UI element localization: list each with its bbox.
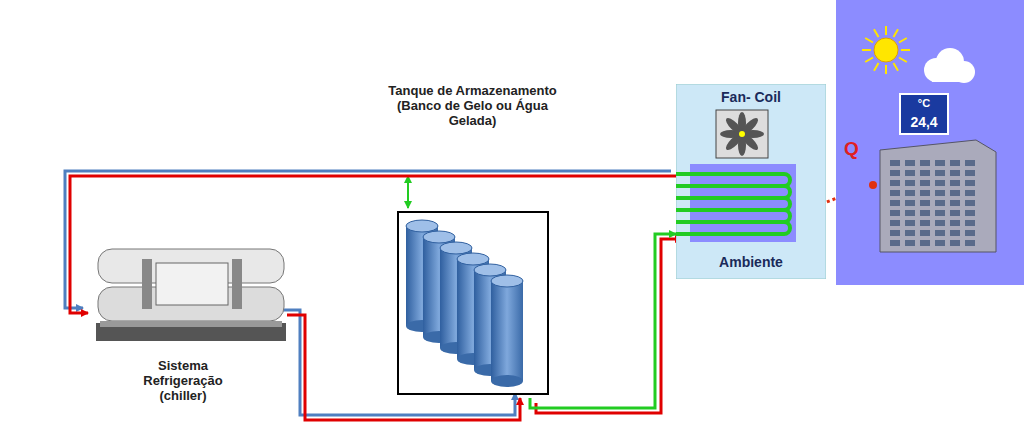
building-panel: °C 24,4 (836, 0, 1024, 285)
building-illustration (836, 0, 1024, 285)
node-text: Fan- Coil (676, 89, 826, 105)
chiller-unit: Sistema Refrigeração (chiller) (88, 243, 293, 423)
node-text: Tanque de Armazenamento (Banco de Gelo o… (380, 84, 565, 129)
fan-coil-panel: Fan- CoilAmbiente (676, 84, 826, 279)
tank-illustration (380, 84, 565, 398)
node-text: Ambiente (676, 254, 826, 270)
node-text: 24,4 (900, 114, 948, 130)
tank-top-branch (408, 176, 409, 208)
pipe-connector (65, 171, 676, 313)
node-text: Sistema Refrigeração (chiller) (118, 359, 248, 404)
chiller-illustration (88, 243, 293, 353)
edge-label: Q (842, 138, 861, 160)
pipe-connector (530, 234, 682, 413)
node-text: °C (900, 97, 948, 110)
fan-coil-illustration (676, 84, 826, 279)
storage-tank: Tanque de Armazenamento (Banco de Gelo o… (380, 84, 565, 398)
